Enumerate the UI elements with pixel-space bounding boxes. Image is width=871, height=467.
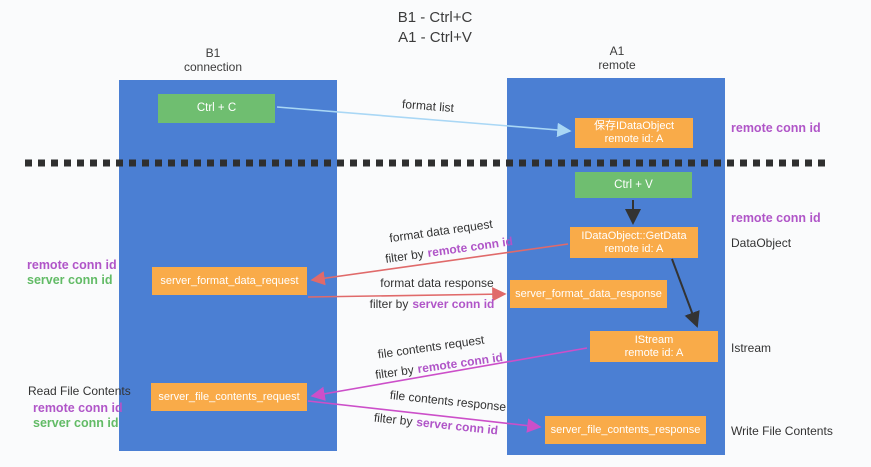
node-ctrl-v: Ctrl + V <box>575 172 692 198</box>
node-idataobject-getdata: IDataObject::GetData remote id: A <box>570 227 698 258</box>
node-server-file-contents-response: server_file_contents_response <box>545 416 706 444</box>
label-format-data-response-text: format data response <box>380 276 494 290</box>
node-istream-line1: IStream <box>634 333 674 346</box>
annotation-left-server-conn-id-1: server conn id <box>27 273 112 287</box>
annotation-left-server-conn-id-2: server conn id <box>33 416 118 430</box>
left-column-name: B1 <box>205 46 221 60</box>
diagram-title-line1: B1 - Ctrl+C <box>397 9 473 26</box>
node-server-file-contents-request-label: server_file_contents_request <box>158 390 300 403</box>
node-ctrl-c-label: Ctrl + C <box>196 102 237 114</box>
node-save-idataobject-line2: remote id: A <box>604 133 664 145</box>
filter-by-text: filter by <box>369 297 409 311</box>
left-column-subtitle: connection <box>183 60 243 74</box>
node-server-format-data-request: server_format_data_request <box>152 267 307 295</box>
annotation-remote-conn-id-2-text: remote conn id <box>731 211 821 225</box>
annotation-remote-conn-id-1: remote conn id <box>731 121 821 135</box>
node-istream: IStream remote id: A <box>590 331 718 362</box>
annotation-remote-conn-id-1-text: remote conn id <box>731 121 821 135</box>
annotation-left-remote-conn-id-2: remote conn id <box>33 401 123 415</box>
diagram-title-line2: A1 - Ctrl+V <box>398 29 472 46</box>
annotation-left-remote-conn-id-2-text: remote conn id <box>33 401 123 415</box>
label-format-list-text: format list <box>401 96 455 116</box>
label-format-list: format list <box>402 97 455 115</box>
annotation-left-remote-conn-id-1: remote conn id <box>27 258 117 272</box>
node-server-file-contents-response-label: server_file_contents_response <box>550 423 701 436</box>
filter-by-text: filter by <box>384 246 425 266</box>
annotation-left-server-conn-id-2-text: server conn id <box>33 416 119 430</box>
annotation-dataobject-text: DataObject <box>731 236 792 250</box>
node-server-file-contents-request: server_file_contents_request <box>151 383 307 411</box>
label-format-data-response: format data response <box>380 276 493 290</box>
annotation-left-server-conn-id-1-text: server conn id <box>27 273 113 287</box>
annotation-write-file-contents: Write File Contents <box>731 424 833 438</box>
label-file-contents-response: file contents response <box>389 388 507 414</box>
node-save-idataobject-line1: 保存IDataObject <box>593 120 675 132</box>
node-idataobject-getdata-line2: remote id: A <box>604 242 664 255</box>
annotation-write-file-contents-text: Write File Contents <box>731 424 833 438</box>
server-conn-id-highlight: server conn id <box>412 297 495 311</box>
node-idataobject-getdata-line1: IDataObject::GetData <box>581 229 687 242</box>
left-column-header: B1 connection <box>153 46 273 74</box>
annotation-istream: Istream <box>731 341 771 355</box>
node-istream-line2: remote id: A <box>624 346 684 359</box>
annotation-read-file-contents: Read File Contents <box>28 384 131 398</box>
node-server-format-data-response: server_format_data_response <box>510 280 667 308</box>
right-column-name: A1 <box>609 44 625 58</box>
right-column-subtitle: remote <box>598 58 636 72</box>
filter-by-text: filter by <box>373 410 414 429</box>
annotation-istream-text: Istream <box>731 341 772 355</box>
label-file-contents-response-text: file contents response <box>389 387 507 415</box>
diagram-title: B1 - Ctrl+C A1 - Ctrl+V <box>340 8 530 48</box>
annotation-left-remote-conn-id-1-text: remote conn id <box>27 258 117 272</box>
annotation-remote-conn-id-2: remote conn id <box>731 211 821 225</box>
annotation-dataobject: DataObject <box>731 236 791 250</box>
node-server-format-data-request-label: server_format_data_request <box>160 274 299 287</box>
server-conn-id-highlight: server conn id <box>415 414 499 438</box>
right-column-header: A1 remote <box>557 44 677 72</box>
node-save-idataobject: 保存IDataObject remote id: A <box>575 118 693 148</box>
node-ctrl-v-label: Ctrl + V <box>614 178 653 191</box>
node-server-format-data-response-label: server_format_data_response <box>515 287 662 300</box>
annotation-read-file-contents-text: Read File Contents <box>28 384 131 398</box>
node-ctrl-c: Ctrl + C <box>158 94 275 123</box>
filter-by-text: filter by <box>374 362 415 382</box>
